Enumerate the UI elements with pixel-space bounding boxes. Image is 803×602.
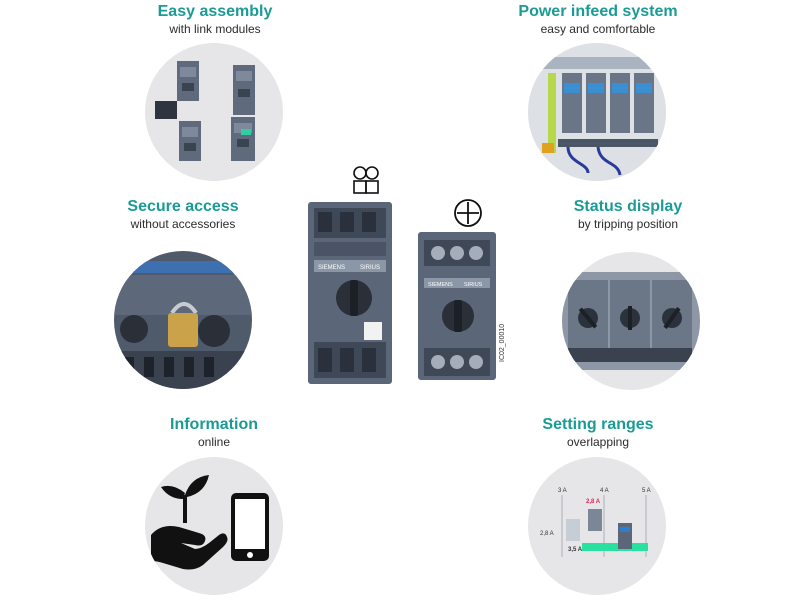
feature-title: Secure access bbox=[127, 198, 239, 215]
feature-easy-assembly: Easy assembly with link modules bbox=[140, 2, 290, 37]
feature-setting-ranges: Setting ranges overlapping bbox=[528, 415, 668, 450]
motor-starter-spring: SIEMENS SIRIUS bbox=[300, 202, 400, 389]
feature-subtitle: with link modules bbox=[169, 22, 261, 36]
feature-subtitle: overlapping bbox=[566, 435, 630, 449]
feature-title: Easy assembly bbox=[157, 3, 273, 20]
range-red-label: 2,8 A bbox=[586, 499, 601, 505]
feature-title: Status display bbox=[573, 198, 683, 215]
spring-terminal-icon bbox=[351, 165, 381, 200]
feature-subtitle: easy and comfortable bbox=[540, 22, 656, 36]
status-switches-photo bbox=[562, 252, 700, 390]
range-left-label: 2,8 A bbox=[540, 531, 554, 537]
feature-subtitle: online bbox=[197, 435, 231, 449]
power-infeed-photo bbox=[528, 43, 666, 181]
brand-primary: SIEMENS bbox=[428, 282, 453, 288]
figure-code: IC02_00010 bbox=[499, 323, 506, 362]
brand-product: SIRIUS bbox=[464, 282, 483, 288]
link-modules-photo bbox=[145, 43, 283, 181]
feature-subtitle: without accessories bbox=[130, 217, 236, 231]
screw-terminal-icon bbox=[452, 197, 484, 234]
feature-information: Information online bbox=[154, 415, 274, 450]
motor-starter-screw: SIEMENS SIRIUS bbox=[414, 232, 500, 385]
information-circle bbox=[145, 457, 283, 595]
brand-primary: SIEMENS bbox=[318, 265, 345, 271]
feature-title: Setting ranges bbox=[542, 416, 654, 433]
range-tick-label: 5 A bbox=[642, 488, 651, 494]
feature-title: Information bbox=[170, 416, 258, 433]
range-bottom-label: 3,5 A bbox=[568, 547, 583, 553]
range-tick-label: 4 A bbox=[600, 488, 609, 494]
setting-ranges-chart: 3 A 4 A 5 A 2,8 A 2,8 A 3,5 A bbox=[528, 457, 666, 595]
plant-in-hand-icon bbox=[151, 475, 228, 570]
padlock-photo bbox=[114, 251, 252, 389]
brand-product: SIRIUS bbox=[360, 265, 380, 271]
smartphone-icon bbox=[231, 493, 269, 561]
feature-status-display: Status display by tripping position bbox=[558, 197, 698, 232]
feature-title: Power infeed system bbox=[518, 3, 678, 20]
feature-subtitle: by tripping position bbox=[577, 217, 679, 231]
feature-secure-access: Secure access without accessories bbox=[118, 197, 248, 232]
feature-power-infeed: Power infeed system easy and comfortable bbox=[505, 2, 691, 37]
range-tick-label: 3 A bbox=[558, 488, 567, 494]
